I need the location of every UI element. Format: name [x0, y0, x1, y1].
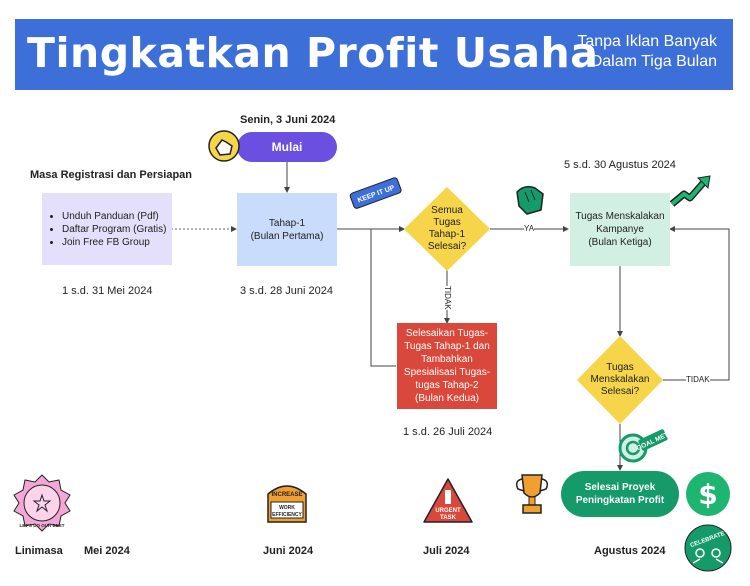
- stage3-date: 5 s.d. 30 Agustus 2024: [564, 159, 676, 171]
- prep-box: Unduh Panduan (Pdf) Daftar Program (Grat…: [42, 193, 172, 265]
- prep-item: Join Free FB Group: [62, 236, 166, 249]
- decision1-line2: Tugas: [433, 217, 461, 228]
- stage2-line1: Selesaikan Tugas-: [405, 328, 489, 339]
- stage3-line3: (Bulan Ketiga): [588, 237, 652, 248]
- stage2-line5: tugas Tahap-2: [415, 380, 479, 391]
- decision2-line2: Menskalakan: [590, 374, 650, 385]
- decision1-yes-label: YA: [524, 224, 535, 233]
- thumbs-up-icon: [208, 130, 240, 162]
- stage2-date: 1 s.d. 26 Juli 2024: [403, 426, 493, 438]
- connector-stage2-loop: [370, 226, 405, 367]
- lets-do-our-best-icon: LET'S DO OUR BEST: [13, 474, 71, 532]
- stage3-line1: Tugas Menskalakan: [575, 211, 665, 222]
- stage2-line6: (Bulan Kedua): [415, 393, 479, 404]
- decision2-no-label: TIDAK: [686, 375, 710, 384]
- decision1-text: Semua Tugas Tahap-1 Selesai?: [417, 205, 477, 253]
- stage3-box: Tugas Menskalakan Kampanye (Bulan Ketiga…: [570, 193, 670, 266]
- task-text: TASK: [440, 515, 457, 521]
- timeline-month: Juni 2024: [263, 545, 314, 557]
- subtitle-line-2: Dalam Tiga Bulan: [590, 53, 717, 70]
- header-banner: Tingkatkan Profit Usaha Tanpa Iklan Bany…: [15, 19, 733, 90]
- stage2-box: Selesaikan Tugas- Tugas Tahap-1 dan Tamb…: [397, 323, 497, 409]
- timeline-label: Linimasa: [15, 545, 63, 557]
- work-text: WORK: [279, 505, 295, 511]
- timeline-month: Agustus 2024: [594, 545, 666, 557]
- finish-line1: Selesai Proyek: [584, 482, 656, 493]
- decision1-line1: Semua: [431, 205, 463, 216]
- lets-do-our-best-text: LET'S DO OUR BEST: [19, 523, 64, 528]
- urgent-task-icon: URGENT TASK: [423, 478, 473, 523]
- fist-icon: [516, 185, 544, 215]
- stage3-line2: Kampanye: [596, 224, 644, 235]
- decision1-line3: Tahap-1: [428, 229, 466, 240]
- stage1-line2: (Bulan Pertama): [250, 230, 324, 242]
- prep-item: Daftar Program (Gratis): [62, 223, 166, 236]
- increase-work-efficiency-icon: INCREASE WORK EFFICIENCY: [267, 485, 307, 523]
- finish-line2: Peningkatan Profit: [575, 495, 665, 506]
- prep-date: 1 s.d. 31 Mei 2024: [62, 285, 153, 297]
- timeline-month: Juli 2024: [423, 545, 470, 557]
- trophy-icon: [515, 474, 549, 514]
- finish-pill: Selesai Proyek Peningkatan Profit: [561, 471, 679, 517]
- decision2-text: Tugas Menskalakan Selesai?: [584, 362, 656, 398]
- decision1-diamond: [404, 187, 490, 271]
- decision1-line4: Selesai?: [427, 241, 467, 252]
- dollar-text: $: [698, 478, 717, 511]
- stage1-line1: Tahap-1: [268, 217, 306, 229]
- timeline-month: Mei 2024: [84, 545, 130, 557]
- goal-met-icon: GOAL MET!: [618, 429, 669, 463]
- start-pill: Mulai: [237, 132, 337, 162]
- stage2-line4: Spesialisasi Tugas-: [403, 367, 491, 378]
- increase-text: INCREASE: [271, 492, 302, 498]
- stage1-box: Tahap-1 (Bulan Pertama): [237, 193, 337, 266]
- subtitle-line-1: Tanpa Iklan Banyak: [577, 33, 717, 50]
- decision2-diamond: [577, 336, 663, 424]
- connector-decision2-loop: [663, 226, 730, 381]
- dollar-icon: $: [686, 472, 730, 516]
- page-title: Tingkatkan Profit Usaha: [27, 29, 599, 77]
- prep-item: Unduh Panduan (Pdf): [62, 210, 166, 223]
- stage2-line2: Tugas Tahap-1 dan: [404, 341, 490, 352]
- stage1-date: 3 s.d. 28 Juni 2024: [240, 285, 333, 297]
- celebrate-icon: CELEBRATE: [684, 524, 732, 572]
- trend-arrow-icon: [669, 175, 711, 207]
- efficiency-text: EFFICIENCY: [272, 512, 302, 518]
- start-date: Senin, 3 Juni 2024: [240, 114, 336, 126]
- urgent-text: URGENT: [435, 508, 461, 514]
- decision2-line1: Tugas: [606, 362, 634, 373]
- decision1-no-label: TIDAK: [443, 286, 452, 310]
- prep-title: Masa Registrasi dan Persiapan: [30, 169, 193, 181]
- keep-it-up-icon: KEEP IT UP: [349, 177, 402, 209]
- stage2-line3: Tambahkan: [421, 354, 473, 365]
- decision2-line3: Selesai?: [600, 386, 640, 397]
- page-subtitle: Tanpa Iklan Banyak Dalam Tiga Bulan: [577, 32, 717, 72]
